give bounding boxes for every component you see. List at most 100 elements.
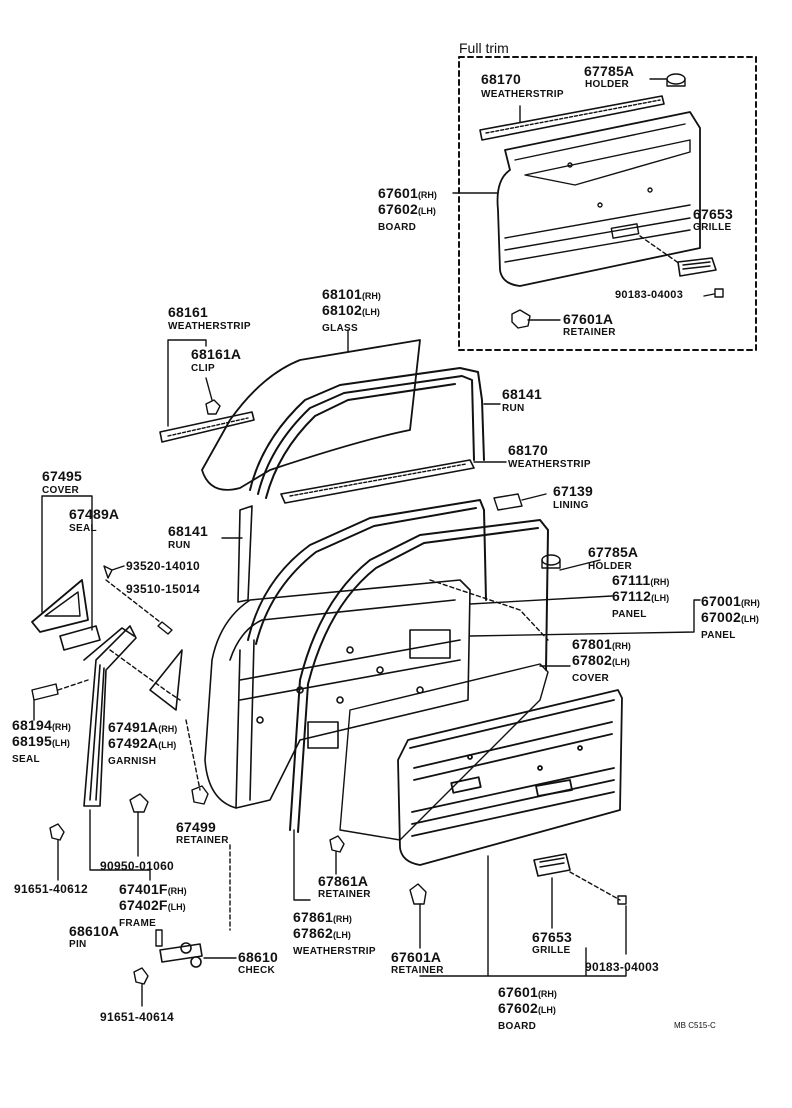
door-frame-outline (247, 499, 487, 645)
door-glass (201, 339, 421, 491)
bolt-93510 (157, 621, 173, 635)
retainer-67601a (409, 883, 427, 905)
lining-piece (493, 493, 523, 511)
part-name-seal-67489a: SEAL (69, 523, 97, 534)
weatherstrip-68161 (159, 411, 255, 443)
part-number-68161: 68161 (168, 304, 208, 320)
part-number-67785a-top: 67785A (584, 63, 635, 79)
part-name-holder-top: HOLDER (585, 79, 630, 90)
part-number-68170: 68170 (508, 442, 548, 458)
garnish-67491a (149, 649, 183, 711)
part-number-68610: 68610 (238, 949, 278, 965)
weatherstrip-67861-leader (293, 829, 311, 901)
dashed-garnish (109, 649, 181, 701)
part-number-68194-68195: 68194(RH) 68195(LH) SEAL (12, 717, 71, 765)
part-number-68161a: 68161A (191, 346, 242, 362)
part-number-67491a-67492a: 67491A(RH) 67492A(LH) GARNISH (108, 719, 178, 767)
full-trim-title: Full trim (459, 40, 509, 56)
part-number-67601-67602: 67601(RH) 67602(LH) BOARD (498, 984, 557, 1032)
part-number-91651-40614: 91651-40614 (100, 1010, 175, 1024)
part-number-90183: 90183-04003 (585, 960, 660, 974)
part-name-retainer-67601a: RETAINER (391, 965, 444, 976)
vertical-run-68141 (237, 505, 253, 603)
part-number-67861-67862: 67861(RH) 67862(LH) WEATHERSTRIP (293, 909, 376, 957)
bolt-91651-40614 (133, 967, 149, 985)
part-number-68141-right: 68141 (502, 386, 542, 402)
part-number-67499: 67499 (176, 819, 216, 835)
part-number-67861a: 67861A (318, 873, 369, 889)
part-name-clip: CLIP (191, 363, 215, 374)
part-name-retainer-67499: RETAINER (176, 835, 229, 846)
leader-68161 (167, 339, 207, 427)
door-weatherstrip (289, 519, 549, 833)
inset-door-board (496, 111, 701, 287)
part-name-retainer-top: RETAINER (563, 327, 616, 338)
dashed-68194 (57, 679, 89, 691)
part-number-93520: 93520-14010 (126, 559, 201, 573)
part-number-67489a: 67489A (69, 506, 120, 522)
part-number-67401f-67402f: 67401F(RH) 67402F(LH) FRAME (119, 881, 187, 929)
leader-93520 (111, 565, 125, 571)
window-run (249, 367, 485, 499)
panel-bracket (469, 595, 701, 637)
part-number-68141-left: 68141 (168, 523, 208, 539)
clip-90183 (617, 895, 627, 905)
clip-68161a (205, 399, 221, 415)
leader-67495 (41, 495, 93, 631)
dashed-93510 (105, 579, 161, 623)
seal-67489a (59, 625, 101, 651)
lining-leader (521, 493, 547, 501)
part-name-weatherstrip-68161: WEATHERSTRIP (168, 321, 251, 332)
part-name-run-left: RUN (168, 540, 191, 551)
belt-weatherstrip (280, 459, 475, 504)
part-name-weatherstrip-68170: WEATHERSTRIP (508, 459, 591, 470)
part-number-90950: 90950-01060 (100, 859, 175, 873)
frame-67401f (83, 625, 137, 807)
inset-holder (666, 73, 686, 87)
bolt-93520 (103, 565, 113, 579)
pin-68610a (155, 929, 163, 947)
part-number-67111-67112: 67111(RH) 67112(LH) PANEL (612, 572, 670, 620)
part-number-67601a-top: 67601A (563, 311, 614, 327)
part-name-grille: GRILLE (532, 945, 571, 956)
full-trim-inset-box (458, 56, 757, 351)
part-number-67785a: 67785A (588, 544, 639, 560)
part-name-lining: LINING (553, 500, 589, 511)
part-name-weatherstrip-top: WEATHERSTRIP (481, 89, 564, 100)
part-number-67001-67002: 67001(RH) 67002(LH) PANEL (701, 593, 760, 641)
part-number-67601a: 67601A (391, 949, 442, 965)
inset-grille (677, 257, 717, 277)
inset-grille-leader (639, 235, 681, 265)
mirror-cover-67495 (31, 579, 89, 633)
leader-67401f (89, 809, 151, 881)
inset-clip (714, 288, 724, 298)
door-trim-board (397, 689, 623, 866)
inset-weatherstrip (479, 95, 665, 141)
seal-68194 (31, 683, 59, 701)
grille-67653 (533, 853, 571, 877)
bolt-91651-40612 (49, 823, 65, 841)
part-number-67601-67602-top: 67601(RH) 67602(LH) BOARD (378, 185, 437, 233)
part-name-cover-67495: COVER (42, 485, 80, 496)
part-name-run-right: RUN (502, 403, 525, 414)
door-check-68610 (159, 942, 203, 968)
inset-clip-leader (703, 293, 715, 297)
retainer-67499 (191, 785, 209, 805)
retainer-67861a (329, 835, 345, 853)
leader-68161a (205, 377, 213, 401)
part-number-67653-top: 67653 (693, 206, 733, 222)
part-number-67653: 67653 (532, 929, 572, 945)
grille-dash (569, 871, 621, 901)
part-number-68170-top: 68170 (481, 71, 521, 87)
figure-code: MB C515-C (674, 1021, 716, 1030)
retainer-90950 (129, 793, 149, 813)
part-number-67495: 67495 (42, 468, 82, 484)
board-bracket (419, 855, 627, 977)
dashed-67801 (429, 579, 549, 641)
part-name-pin: PIN (69, 939, 87, 950)
part-number-67801-67802: 67801(RH) 67802(LH) COVER (572, 636, 631, 684)
part-number-67139: 67139 (553, 483, 593, 499)
part-number-91651-40612: 91651-40612 (14, 882, 89, 896)
